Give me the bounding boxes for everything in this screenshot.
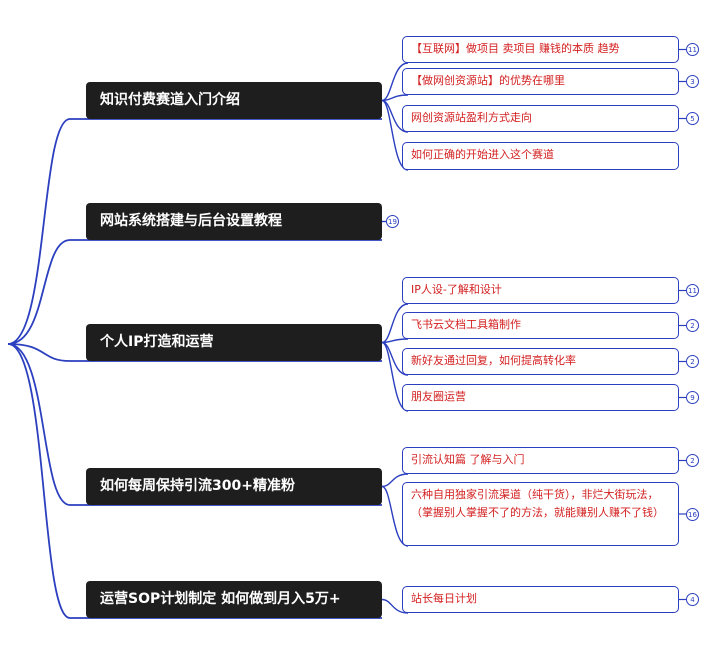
sub-node[interactable]: 站长每日计划 bbox=[402, 586, 679, 613]
connector-line bbox=[7, 343, 382, 362]
connector-line bbox=[7, 343, 382, 506]
connector-line bbox=[7, 239, 382, 345]
connector-line bbox=[381, 473, 409, 488]
count-badge[interactable]: 11 bbox=[686, 284, 699, 297]
connector-line bbox=[381, 303, 409, 344]
sub-node[interactable]: 朋友圈运营 bbox=[402, 384, 679, 411]
sub-node[interactable]: IP人设-了解和设计 bbox=[402, 277, 679, 304]
branch-node[interactable]: 运营SOP计划制定 如何做到月入5万+ bbox=[86, 581, 382, 618]
sub-node[interactable]: 如何正确的开始进入这个赛道 bbox=[402, 142, 679, 170]
count-badge[interactable]: 9 bbox=[686, 391, 699, 404]
sub-node[interactable]: 【做网创资源站】的优势在哪里 bbox=[402, 68, 679, 95]
count-badge[interactable]: 5 bbox=[686, 112, 699, 125]
count-badge[interactable]: 19 bbox=[386, 215, 399, 228]
sub-node[interactable]: 新好友通过回复，如何提高转化率 bbox=[402, 348, 679, 375]
count-badge[interactable]: 11 bbox=[686, 43, 699, 56]
sub-node[interactable]: 引流认知篇 了解与入门 bbox=[402, 447, 679, 474]
connector-line bbox=[7, 118, 382, 345]
count-badge[interactable]: 4 bbox=[686, 593, 699, 606]
sub-node[interactable]: 飞书云文档工具箱制作 bbox=[402, 312, 679, 339]
branch-node[interactable]: 个人IP打造和运营 bbox=[86, 324, 382, 361]
sub-node[interactable]: 网创资源站盈利方式走向 bbox=[402, 105, 679, 132]
count-badge[interactable]: 2 bbox=[686, 355, 699, 368]
sub-node[interactable]: 六种自用独家引流渠道（纯干货），非烂大街玩法，（掌握别人掌握不了的方法，就能赚别… bbox=[402, 482, 679, 546]
count-badge[interactable]: 3 bbox=[686, 75, 699, 88]
branch-node[interactable]: 网站系统搭建与后台设置教程 bbox=[86, 203, 382, 240]
connector-line bbox=[381, 62, 409, 102]
sub-node[interactable]: 【互联网】做项目 卖项目 赚钱的本质 趋势 bbox=[402, 36, 679, 63]
count-badge[interactable]: 2 bbox=[686, 454, 699, 467]
connector-line bbox=[7, 343, 382, 619]
count-badge[interactable]: 2 bbox=[686, 319, 699, 332]
branch-node[interactable]: 如何每周保持引流300+精准粉 bbox=[86, 468, 382, 505]
count-badge[interactable]: 16 bbox=[686, 507, 699, 521]
branch-node[interactable]: 知识付费赛道入门介绍 bbox=[86, 82, 382, 119]
